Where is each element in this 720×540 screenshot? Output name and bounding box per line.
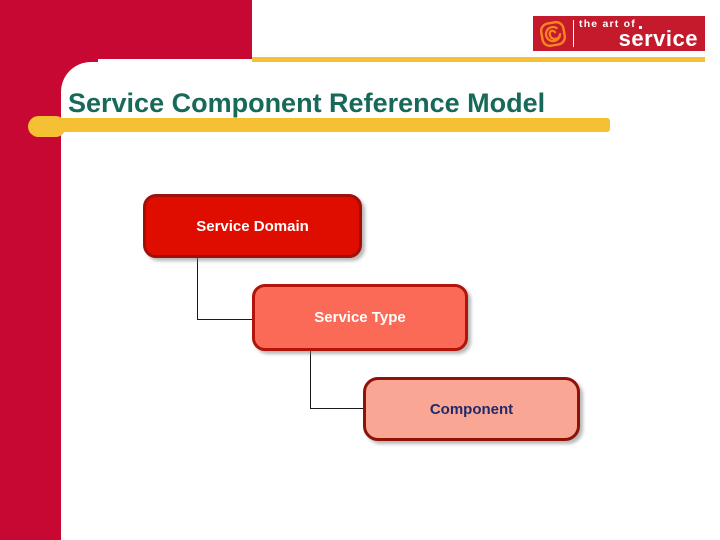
top-left-accent-block [0, 0, 252, 59]
connector-domain-to-type-vertical [197, 258, 198, 319]
top-gold-rule [252, 57, 705, 62]
left-accent-bar [0, 0, 61, 540]
connector-domain-to-type-horizontal [197, 319, 253, 320]
connector-type-to-component-horizontal [310, 408, 364, 409]
node-component: Component [363, 377, 580, 441]
node-component-label: Component [429, 400, 514, 418]
logo-top-text-label: the art of [579, 18, 636, 30]
logo-bottom-text: service [618, 26, 698, 51]
swirl-at-icon [539, 20, 567, 47]
node-service-type: Service Type [252, 284, 468, 351]
title-underline [46, 118, 610, 132]
logo-badge: the art of service [533, 16, 705, 51]
slide-title: Service Component Reference Model [68, 88, 546, 118]
logo-divider [573, 20, 574, 47]
node-service-domain: Service Domain [143, 194, 362, 258]
node-service-type-label: Service Type [314, 309, 406, 326]
node-service-domain-label: Service Domain [196, 217, 309, 235]
logo-text: the art of service [579, 19, 698, 51]
title-underline-cap [28, 116, 66, 137]
logo-i-dot [638, 26, 642, 29]
connector-type-to-component-vertical [310, 351, 311, 408]
logo-top-text: the art of [579, 19, 698, 30]
